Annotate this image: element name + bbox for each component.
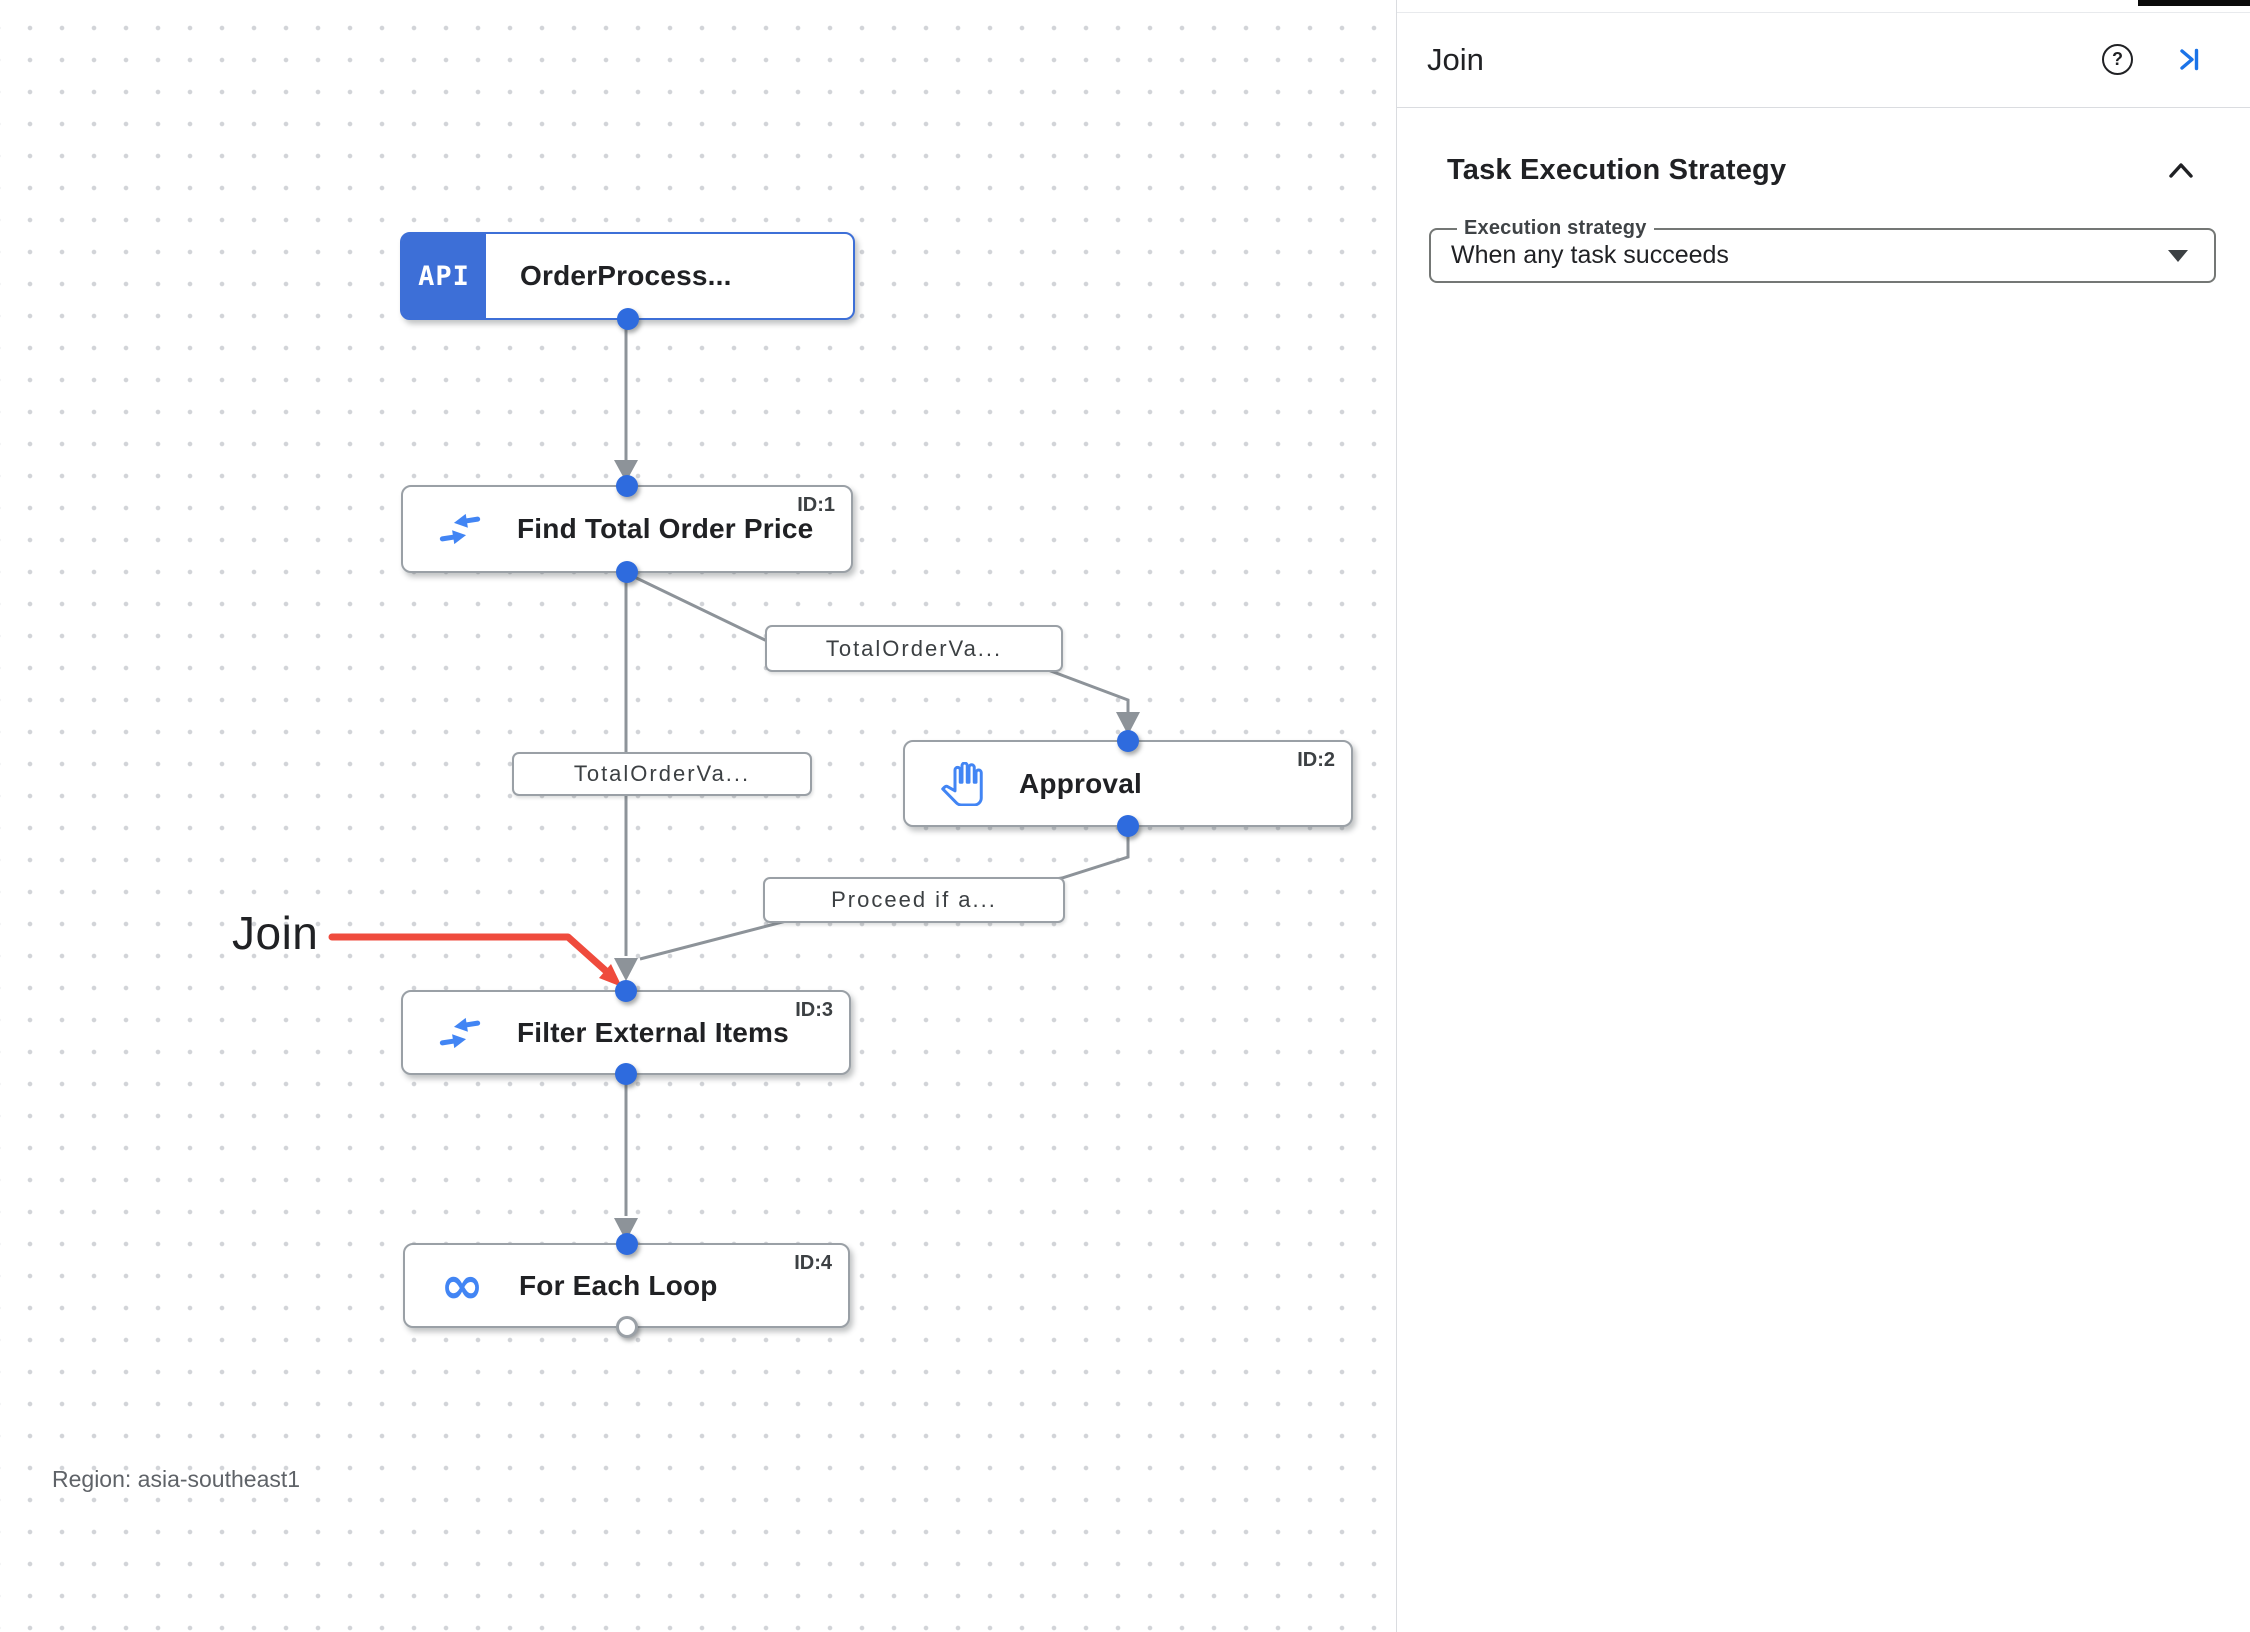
node-id-badge: ID:1	[797, 494, 835, 516]
node-for-each-loop[interactable]: ∞ For Each Loop ID:4	[403, 1233, 850, 1338]
node-find-total-order-price[interactable]: Find Total Order Price ID:1	[401, 475, 853, 583]
data-mapping-icon	[437, 506, 483, 552]
section-title: Task Execution Strategy	[1447, 154, 1787, 186]
arrowhead-icon	[614, 1218, 638, 1241]
edge-label-totalordervalue[interactable]: TotalOrderVa...	[512, 752, 812, 796]
edge-label-totalordervalue[interactable]: TotalOrderVa...	[765, 625, 1063, 672]
node-title: For Each Loop	[519, 1269, 718, 1301]
node-id-badge: ID:3	[795, 999, 833, 1021]
join-annotation-label: Join	[232, 907, 319, 959]
section-header[interactable]: Task Execution Strategy	[1447, 154, 2196, 187]
node-filter-external-items[interactable]: Filter External Items ID:3	[401, 980, 851, 1085]
panel-title: Join	[1427, 41, 1484, 77]
data-mapping-icon	[437, 1010, 483, 1056]
config-panel: Join ? Task Execution Strategy Executi	[1396, 0, 2250, 1632]
node-title: Find Total Order Price	[517, 513, 814, 544]
node-approval[interactable]: Approval ID:2	[903, 730, 1353, 837]
node-title: OrderProcess...	[520, 260, 732, 291]
connection-handle[interactable]	[616, 475, 638, 497]
approval-hand-icon	[939, 761, 985, 807]
execution-strategy-select[interactable]: Execution strategy When any task succeed…	[1429, 217, 2216, 283]
join-annotation-arrow	[328, 933, 610, 975]
connection-handle[interactable]	[616, 308, 639, 330]
edge-label-proceed-if[interactable]: Proceed if a...	[763, 877, 1065, 923]
connection-handle[interactable]	[615, 1316, 638, 1338]
node-title: Filter External Items	[517, 1016, 789, 1048]
task-execution-strategy-section: Task Execution Strategy Execution strate…	[1397, 108, 2250, 283]
join-annotation-arrowhead-icon	[599, 964, 622, 987]
node-id-badge: ID:4	[794, 1252, 832, 1274]
region-label: Region: asia-southeast1	[52, 1466, 301, 1492]
execution-strategy-label: Execution strategy	[1464, 217, 1647, 239]
api-trigger-icon: API	[402, 234, 486, 318]
dropdown-caret-icon[interactable]	[2168, 249, 2188, 262]
node-id-badge: ID:2	[1297, 749, 1335, 771]
connection-handle[interactable]	[1117, 730, 1139, 752]
workflow-canvas[interactable]: TotalOrderVa... TotalOrderVa... Proceed …	[0, 0, 1396, 1632]
top-black-bar	[2138, 0, 2250, 6]
help-icon[interactable]: ?	[2102, 44, 2133, 75]
arrowhead-icon	[614, 460, 638, 482]
connection-handle[interactable]	[1117, 815, 1139, 837]
panel-header: Join ?	[1397, 12, 2250, 108]
node-title: Approval	[1019, 767, 1142, 799]
collapse-panel-icon[interactable]	[2173, 44, 2204, 75]
arrowhead-icon	[614, 958, 638, 981]
connection-handle[interactable]	[616, 561, 638, 583]
node-orderprocess-trigger[interactable]: API OrderProcess...	[400, 232, 855, 330]
execution-strategy-value: When any task succeeds	[1451, 241, 1729, 269]
panel-top-divider	[1397, 12, 2250, 13]
connection-handle[interactable]	[615, 980, 637, 1002]
arrowhead-icon	[1116, 712, 1140, 735]
chevron-up-icon[interactable]	[2166, 160, 2196, 182]
connection-handle[interactable]	[615, 1063, 637, 1085]
connection-handle[interactable]	[615, 1233, 638, 1255]
loop-icon: ∞	[440, 1255, 484, 1316]
